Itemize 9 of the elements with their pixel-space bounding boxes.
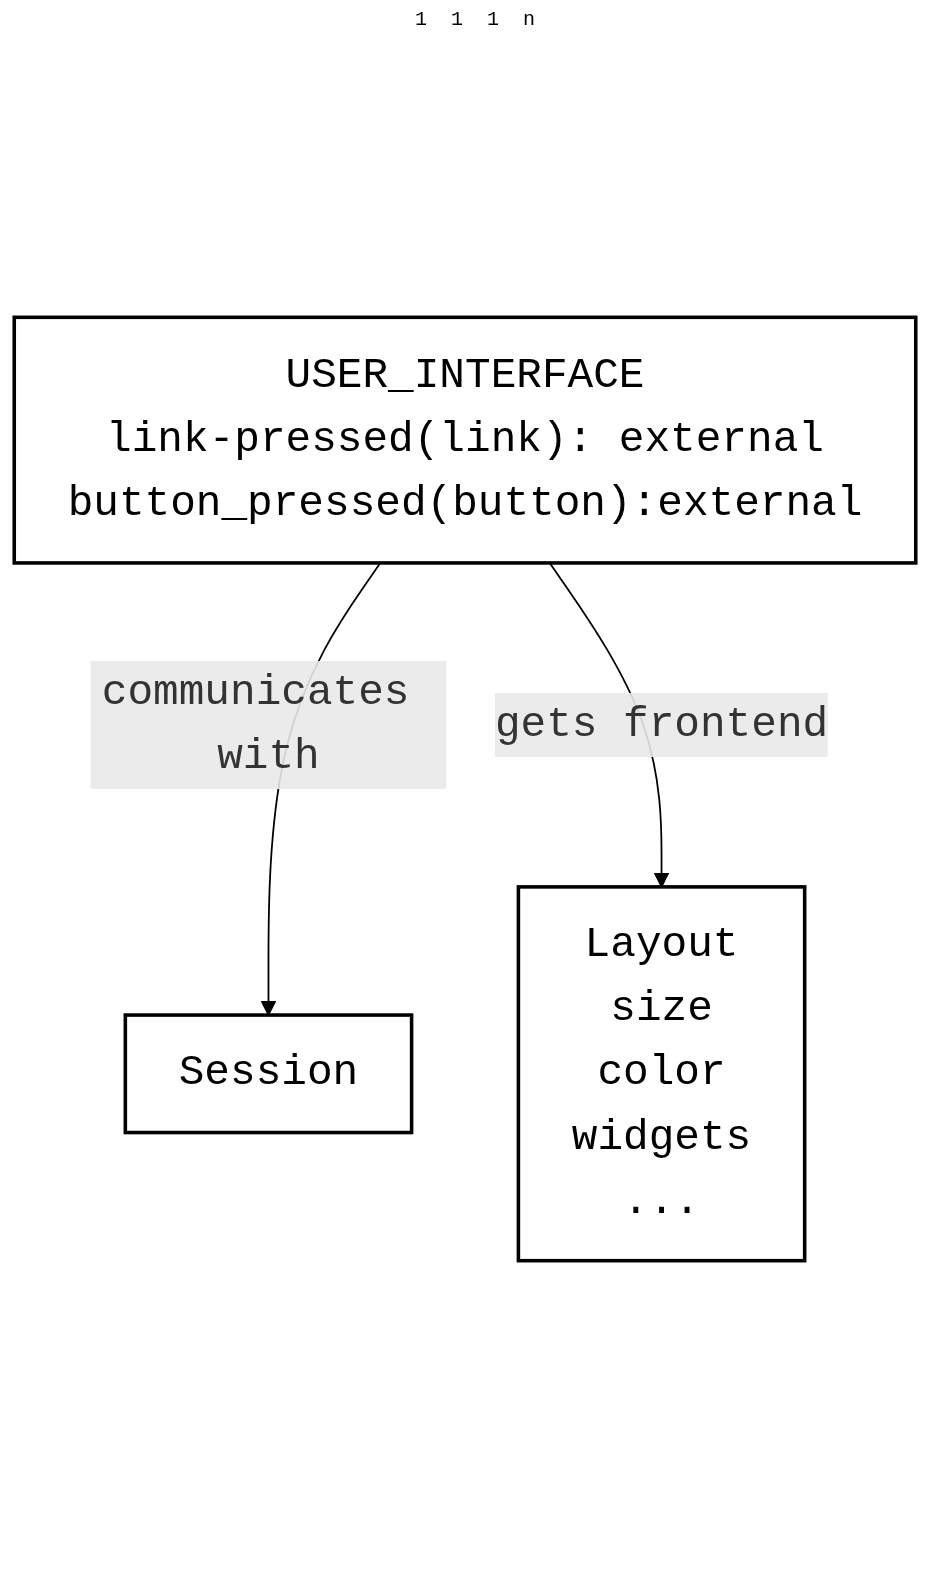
edge-label: gets frontend — [494, 700, 829, 749]
node-box: Layout size color widgets ... — [516, 885, 807, 1263]
multiplicity-label: n — [523, 8, 536, 31]
multiplicity-label: 1 — [451, 8, 463, 31]
edge-label: communicates with — [101, 667, 410, 781]
node-box: USER_INTERFACE link-pressed(link): external button_pressed(button):external — [12, 315, 918, 565]
multiplicity-label: 1 — [414, 8, 427, 31]
multiplicity-label: 1 — [487, 8, 499, 31]
node-box: Session — [123, 1013, 414, 1135]
